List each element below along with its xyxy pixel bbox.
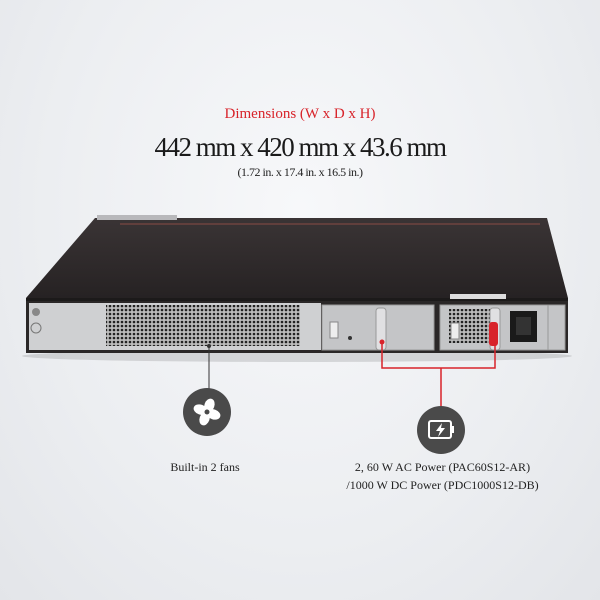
power-slot-1 [321, 304, 435, 351]
dimensions-imperial: (1.72 in. x 17.4 in. x 16.5 in.) [237, 165, 364, 179]
power-caption-line2: /1000 W DC Power (PDC1000S12-DB) [346, 478, 539, 492]
power-caption-line1: 2, 60 W AC Power (PAC60S12-AR) [354, 460, 531, 474]
power-slot-2 [439, 294, 566, 351]
dimensions-label: Dimensions (W x D x H) [224, 106, 376, 122]
fans-caption: Built-in 2 fans [170, 460, 240, 474]
power-callout [379, 339, 496, 454]
dimensions-metric: 442 mm x 420 mm x 43.6 mm [154, 132, 447, 162]
power-caption: 2, 60 W AC Power (PAC60S12-AR) /1000 W D… [320, 458, 565, 494]
fan-icon [193, 398, 221, 426]
fan-panel [29, 303, 321, 350]
ground-screw-icon [32, 308, 40, 316]
ground-symbol-icon [30, 322, 42, 334]
fan-callout [183, 344, 231, 436]
battery-charging-icon [428, 420, 454, 439]
